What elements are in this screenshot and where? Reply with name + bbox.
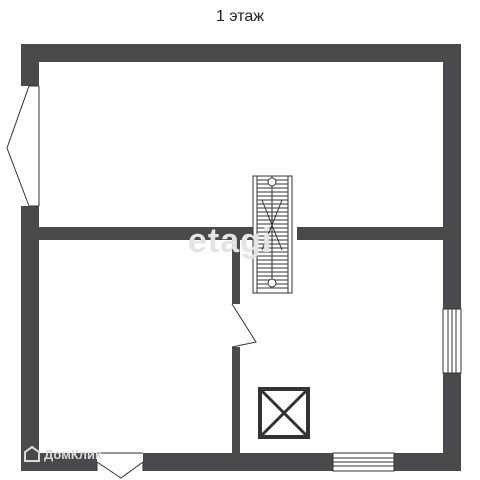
window-icon <box>442 308 462 374</box>
fireplace-box-icon <box>258 387 310 439</box>
right-wall-top <box>443 44 461 309</box>
staircase-icon <box>252 175 293 294</box>
outer-walls <box>21 44 461 471</box>
left-wall-top <box>21 44 39 86</box>
left-wall-bottom <box>21 206 39 464</box>
right-wall-bottom <box>443 373 461 471</box>
brand-logo: ДомКлик <box>23 443 102 465</box>
top-wall <box>21 44 461 62</box>
floor-title: 1 этаж <box>216 8 264 25</box>
window-icon <box>332 452 395 472</box>
partition-wall-left <box>39 227 253 240</box>
partition-wall-right <box>297 227 443 240</box>
room-divider-upper <box>232 240 240 304</box>
entrance-door-icon <box>6 85 40 207</box>
watermark: etagi <box>188 222 273 260</box>
brand-text: ДомКлик <box>44 446 102 462</box>
interior-walls <box>39 227 443 453</box>
house-logo-icon <box>24 445 40 462</box>
bottom-wall-right <box>394 453 461 471</box>
bottom-wall-middle <box>143 453 333 471</box>
room-divider-lower <box>232 347 240 453</box>
exterior-door-icon <box>96 452 144 479</box>
interior-door-icon <box>231 303 257 348</box>
